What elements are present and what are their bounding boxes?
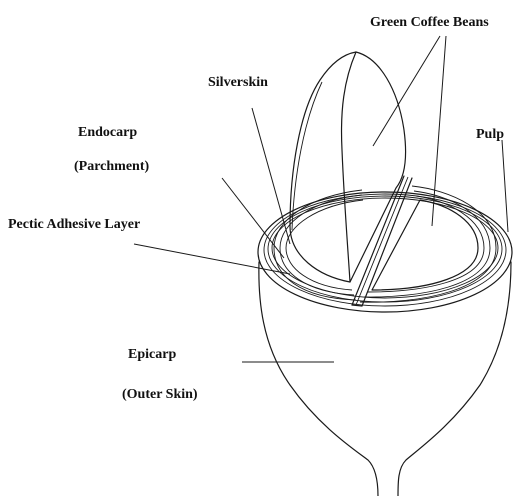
label-epicarp: Epicarp	[128, 347, 176, 362]
epicarp-cup	[258, 192, 512, 496]
label-green-coffee-beans: Green Coffee Beans	[370, 15, 489, 30]
label-endocarp: Endocarp	[78, 125, 137, 140]
label-outer-skin: (Outer Skin)	[122, 387, 198, 402]
label-pectic-adhesive-layer: Pectic Adhesive Layer	[8, 217, 140, 232]
label-pulp: Pulp	[476, 127, 504, 142]
leader-pulp	[502, 140, 508, 232]
inner-layers	[274, 176, 496, 306]
labels: Green Coffee Beans Silverskin Endocarp (…	[8, 15, 504, 402]
label-parchment: (Parchment)	[74, 159, 149, 174]
leader-pectic	[134, 244, 290, 274]
leader-green-beans-1	[373, 36, 440, 146]
left-bean	[290, 52, 406, 282]
label-silverskin: Silverskin	[208, 75, 268, 90]
